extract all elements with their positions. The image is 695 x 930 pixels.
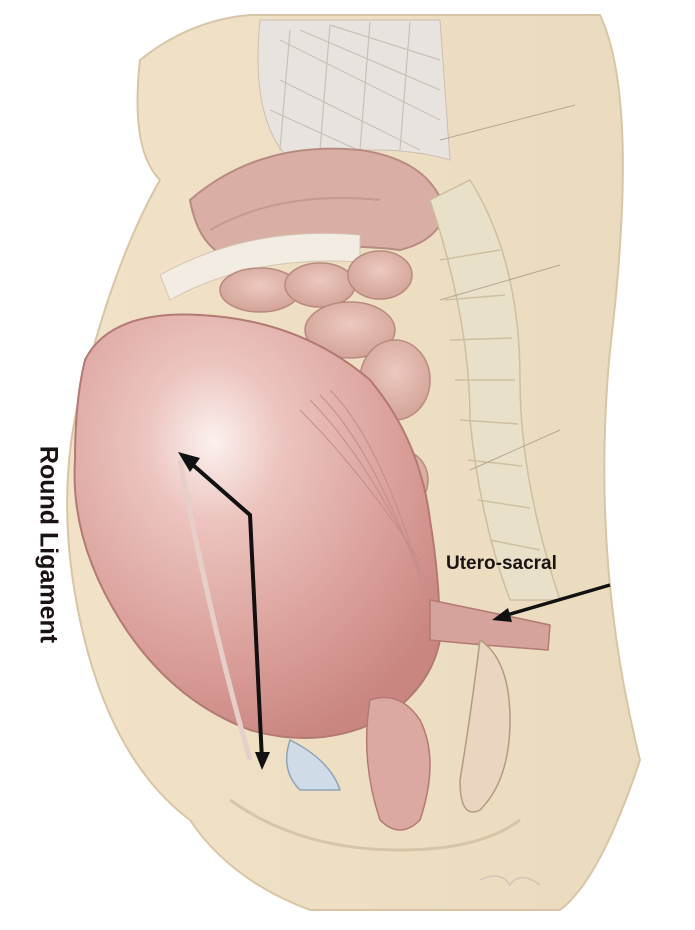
thorax-region [258, 20, 450, 160]
round-ligament-label: Round Ligament [34, 395, 63, 695]
utero-sacral-label: Utero-sacral [446, 553, 557, 575]
